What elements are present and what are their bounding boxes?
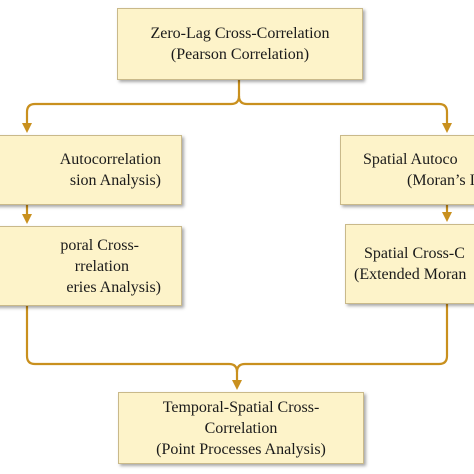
node-temporal-spatial-cross-correlation: Temporal-Spatial Cross- Correlation (Poi… [118, 392, 364, 464]
node-line: Correlation [204, 419, 278, 437]
node-spatial-autocorrelation: Spatial Autoco (Moran’s I [340, 135, 474, 205]
node-line: (Moran’s I [407, 172, 474, 189]
merge-connector-left [25, 306, 242, 390]
split-connector [22, 80, 241, 133]
node-temporal-cross-correlation: poral Cross- rrelation eries Analysis) [0, 226, 182, 306]
node-temporal-autocorrelation: Autocorrelation sion Analysis) [0, 135, 182, 205]
merge-connector-right [235, 304, 449, 373]
node-line: Temporal-Spatial Cross- [162, 398, 320, 416]
node-line: rrelation [74, 257, 129, 275]
node-line: Spatial Autoco [363, 151, 458, 168]
node-line: (Point Processes Analysis) [156, 440, 326, 458]
node-line: Autocorrelation [59, 151, 161, 168]
node-line: Spatial Cross-C [364, 245, 465, 262]
node-line: sion Analysis) [69, 172, 161, 189]
node-line: poral Cross- [60, 236, 139, 254]
node-line: eries Analysis) [66, 278, 161, 296]
node-spatial-cross-correlation: Spatial Cross-C (Extended Moran [345, 224, 474, 304]
node-line: (Pearson Correlation) [170, 46, 310, 63]
node-zero-lag-cross-correlation: Zero-Lag Cross-Correlation (Pearson Corr… [117, 8, 363, 80]
node-line: Zero-Lag Cross-Correlation [150, 25, 330, 42]
split-connector-right [237, 95, 452, 133]
node-line: (Extended Moran [354, 266, 467, 283]
